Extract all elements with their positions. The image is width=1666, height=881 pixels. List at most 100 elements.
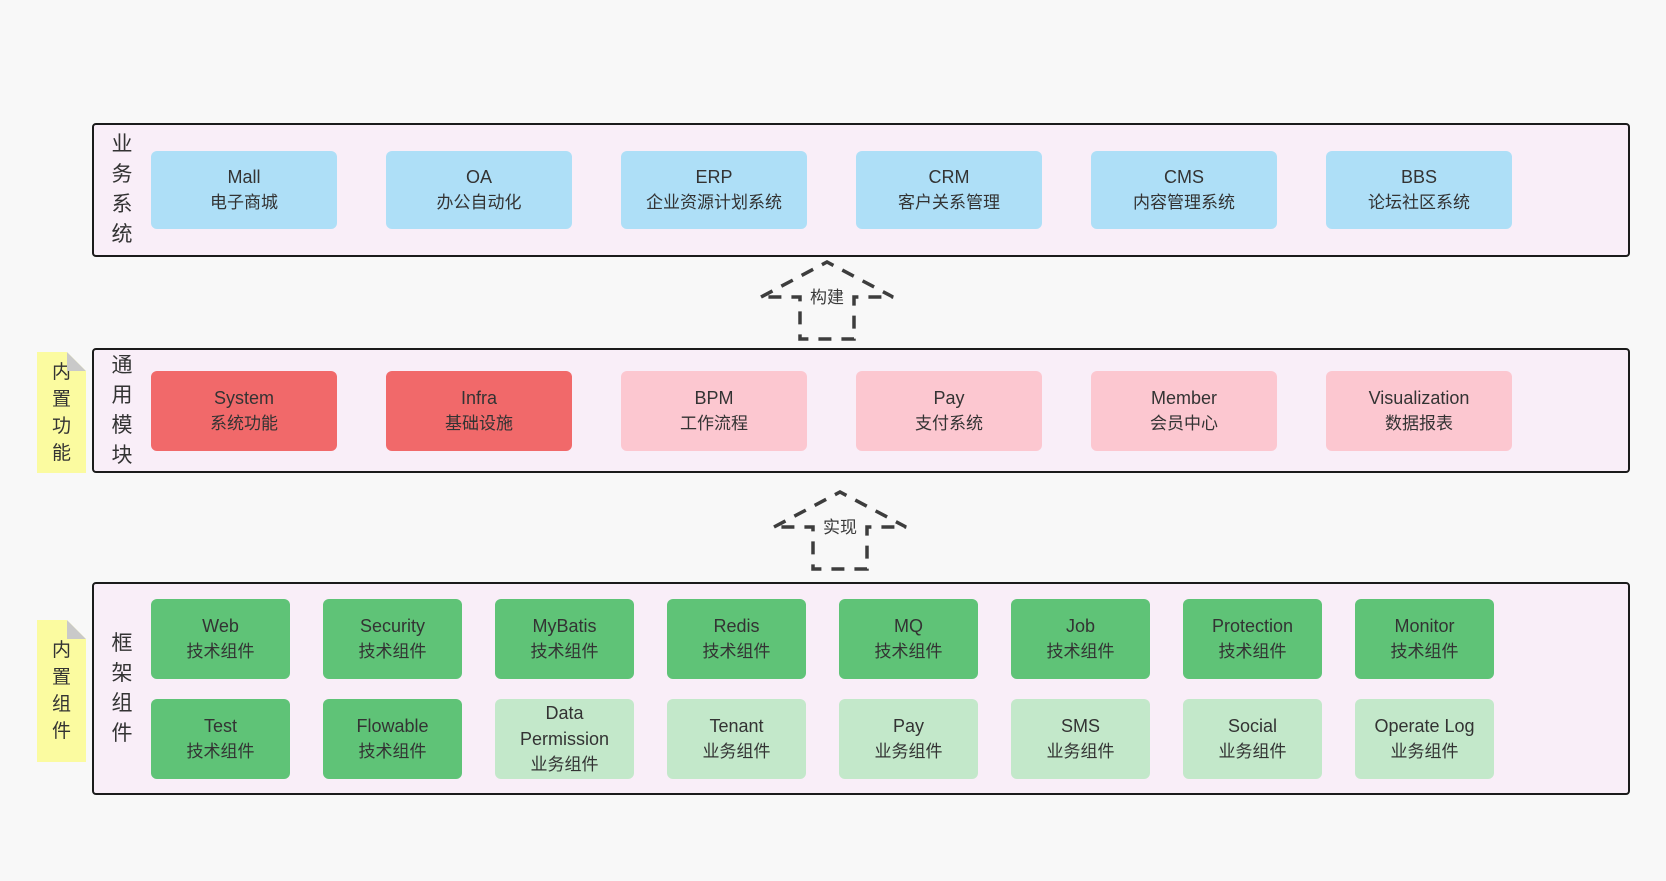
box-tenant: Tenant 业务组件 (667, 698, 806, 779)
box-title: BBS (1400, 167, 1438, 187)
box-title: Security (359, 615, 426, 636)
box-subtitle: 技术组件 (186, 641, 255, 661)
box-subtitle: 技术组件 (358, 641, 427, 661)
box-title: OA (465, 167, 492, 187)
box-subtitle: 业务组件 (1390, 741, 1459, 761)
box-title: Social (1227, 715, 1278, 736)
box-flowable: Flowable 技术组件 (323, 698, 462, 779)
box-subtitle: 技术组件 (874, 641, 943, 661)
box-subtitle: 内容管理系统 (1133, 193, 1235, 212)
box-subtitle: 技术组件 (186, 741, 255, 761)
box-pay: Pay 支付系统 (856, 370, 1042, 451)
note-text: 内置功能 (51, 361, 71, 464)
box-title: Pay (892, 715, 925, 736)
box-member: Member 会员中心 (1091, 370, 1277, 451)
box-subtitle: 技术组件 (1390, 641, 1459, 661)
box-oa: OA 办公自动化 (386, 151, 572, 229)
box-title: Flowable (356, 715, 429, 736)
box-title: Test (203, 715, 237, 736)
box-title: Pay (933, 387, 965, 408)
box-title: CMS (1164, 167, 1204, 187)
box-subtitle: 论坛社区系统 (1368, 193, 1470, 212)
box-subtitle: 业务组件 (702, 741, 771, 761)
box-title: System (213, 387, 274, 408)
box-title: Member (1150, 387, 1217, 408)
box-subtitle: 电子商城 (210, 193, 278, 212)
box-subtitle: 业务组件 (1046, 741, 1115, 761)
box-infra: Infra 基础设施 (386, 370, 572, 451)
box-subtitle: 数据报表 (1385, 413, 1453, 433)
box-mybatis: MyBatis 技术组件 (495, 598, 634, 679)
arrow-implement-label: 实现 (819, 513, 861, 538)
box-subtitle: 会员中心 (1150, 413, 1218, 433)
box-pay: Pay 业务组件 (839, 698, 978, 779)
note-text: 内置组件 (51, 640, 71, 742)
box-data-permission: Data Permission 业务组件 (495, 698, 634, 779)
box-title: ERP (695, 167, 733, 187)
box-subtitle: 办公自动化 (436, 193, 522, 212)
box-subtitle: 工作流程 (680, 413, 748, 433)
box-title: Infra (460, 387, 498, 408)
box-bbs: BBS 论坛社区系统 (1326, 151, 1512, 229)
box-title: SMS (1060, 715, 1100, 736)
box-sms: SMS 业务组件 (1011, 698, 1150, 779)
box-title: Operate Log (1374, 715, 1475, 736)
layer-label-business: 业务系统 (111, 133, 133, 246)
arrow-implement: 实现 (770, 487, 910, 573)
box-subtitle: 业务组件 (1218, 741, 1287, 761)
box-subtitle: 技术组件 (530, 641, 599, 661)
box-social: Social 业务组件 (1183, 698, 1322, 779)
box-operate-log: Operate Log 业务组件 (1355, 698, 1494, 779)
box-title: Monitor (1394, 615, 1455, 636)
box-subtitle: 技术组件 (702, 641, 771, 661)
box-title: BPM (694, 387, 734, 408)
box-title: Visualization (1368, 387, 1470, 408)
note-fold-corner-icon (67, 352, 86, 371)
box-title: MQ (894, 615, 923, 636)
box-cms: CMS 内容管理系统 (1091, 151, 1277, 229)
box-test: Test 技术组件 (151, 698, 290, 779)
layer-label-modules: 通用模块 (111, 353, 133, 467)
modules-box-row: System 系统功能 Infra 基础设施 BPM 工作流程 Pay 支付系统 Member 会… (151, 370, 1512, 451)
box-mq: MQ 技术组件 (839, 598, 978, 679)
box-subtitle: 支付系统 (915, 413, 983, 433)
note-fold-corner-icon (67, 620, 86, 639)
box-bpm: BPM 工作流程 (621, 370, 807, 451)
box-job: Job 技术组件 (1011, 598, 1150, 679)
box-redis: Redis 技术组件 (667, 598, 806, 679)
box-subtitle: 业务组件 (530, 754, 599, 774)
box-title: Data Permission (519, 702, 610, 749)
box-subtitle: 业务组件 (874, 741, 943, 761)
box-title: Job (1065, 615, 1096, 636)
box-subtitle: 企业资源计划系统 (646, 193, 782, 212)
box-title: Protection (1211, 615, 1294, 636)
layer-label-components: 框架组件 (111, 631, 133, 745)
box-title: CRM (928, 167, 970, 187)
box-subtitle: 技术组件 (1046, 641, 1115, 661)
box-erp: ERP 企业资源计划系统 (621, 151, 807, 229)
box-security: Security 技术组件 (323, 598, 462, 679)
box-monitor: Monitor 技术组件 (1355, 598, 1494, 679)
box-subtitle: 技术组件 (358, 741, 427, 761)
box-subtitle: 基础设施 (445, 413, 513, 433)
box-title: MyBatis (532, 615, 597, 636)
box-subtitle: 系统功能 (210, 413, 278, 433)
box-title: Tenant (709, 715, 764, 736)
sticky-note-builtin-features: 内置功能 (37, 352, 86, 473)
arrow-build: 构建 (757, 257, 897, 343)
box-title: Redis (713, 615, 760, 636)
layer-common-modules: 通用模块 System 系统功能 Infra 基础设施 BPM 工作流程 Pay 支付系统 Me… (92, 348, 1630, 473)
sticky-note-builtin-components: 内置组件 (37, 620, 86, 762)
box-crm: CRM 客户关系管理 (856, 151, 1042, 229)
box-visualization: Visualization 数据报表 (1326, 370, 1512, 451)
box-subtitle: 客户关系管理 (898, 193, 1000, 212)
